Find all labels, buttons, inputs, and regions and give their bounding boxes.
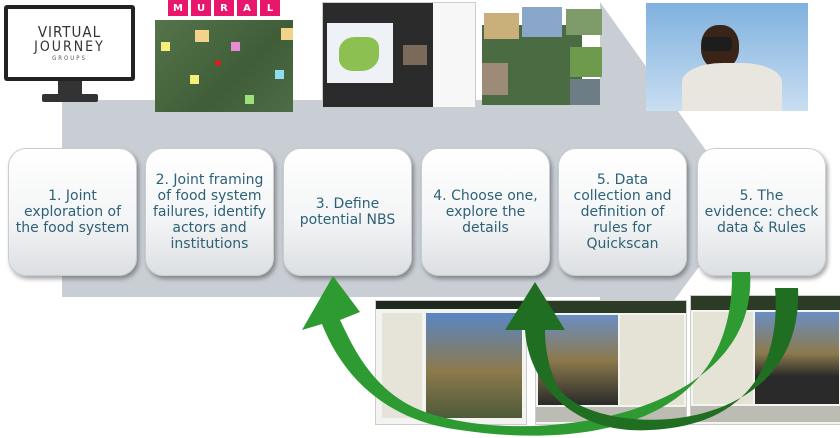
storymap-screenshot-3 — [690, 295, 840, 425]
mural-photo-board — [482, 5, 602, 105]
step-2-box: 2. Joint framing of food system failures… — [145, 148, 274, 276]
virtual-journey-logo: VIRTUAL JOURNEY GROUPS — [8, 9, 131, 77]
step-1-box: 1. Joint exploration of the food system — [8, 148, 137, 276]
monitor-stand — [58, 81, 82, 95]
storymap-screenshot-1 — [375, 300, 527, 425]
virtual-journey-monitor: VIRTUAL JOURNEY GROUPS — [4, 5, 135, 81]
monitor-base — [42, 94, 98, 102]
step-6-box: 5. The evidence: check data & Rules — [697, 148, 826, 276]
video-call-screenshot — [322, 2, 476, 108]
mural-board-image — [155, 20, 293, 112]
step-5-box: 5. Data collection and definition of rul… — [558, 148, 687, 276]
feedback-arrow-to-step-5 — [505, 282, 799, 431]
mural-logo: M U R A L — [168, 0, 280, 16]
photographer-photo — [646, 3, 808, 111]
step-4-box: 4. Choose one, explore the details — [421, 148, 550, 276]
step-3-box: 3. Define potential NBS — [283, 148, 412, 276]
